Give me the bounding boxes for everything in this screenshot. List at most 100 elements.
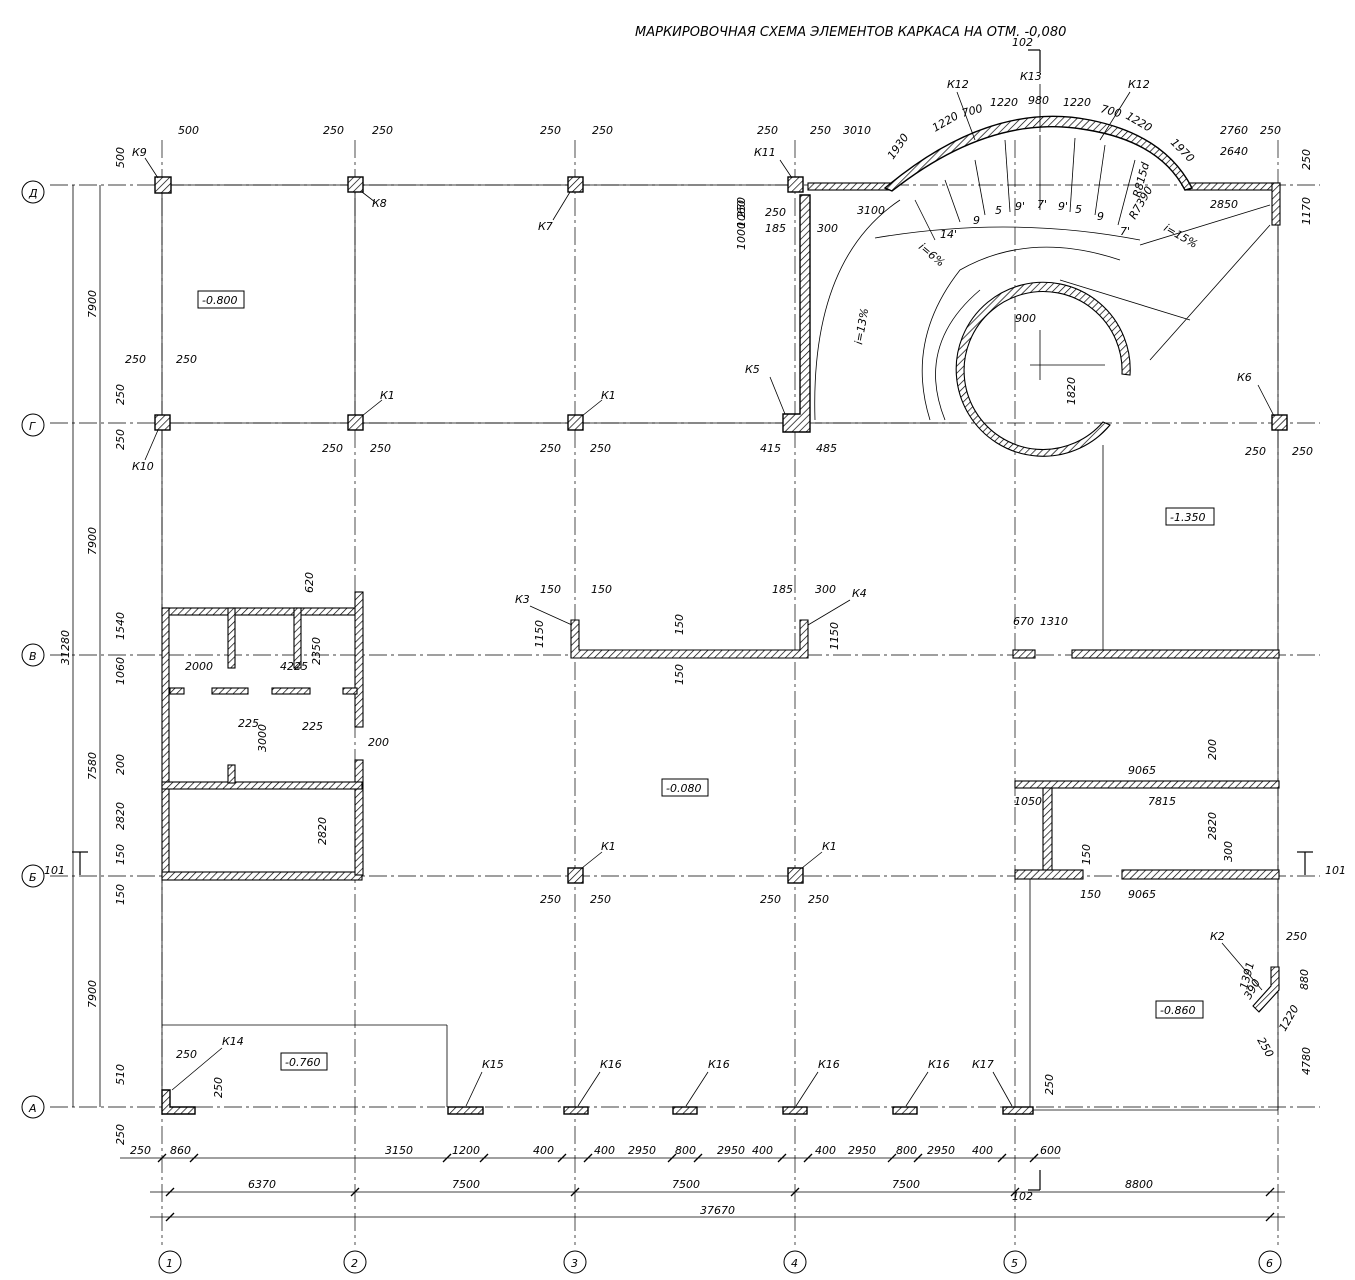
- dim-a-2950-3: 2950: [848, 1144, 876, 1157]
- dim-a-1200: 1200: [452, 1144, 480, 1157]
- dim-880: 880: [1298, 969, 1311, 990]
- dim-3010: 3010: [843, 124, 871, 137]
- dim-9065-top: 9065: [1128, 764, 1156, 777]
- dim-k4-300: 300: [815, 583, 836, 596]
- wall-block-partition-1: [227, 607, 236, 669]
- axis-label-b: Б: [29, 871, 37, 884]
- dim-span-2-3: 7500: [452, 1178, 480, 1191]
- dim-2850: 2850: [1210, 198, 1238, 211]
- axis-label-6: 6: [1266, 1257, 1273, 1270]
- dim-k8-l: 250: [323, 124, 344, 137]
- dim-485: 485: [816, 442, 837, 455]
- wall-upper-9065: [1014, 780, 1280, 789]
- mark-k12-right: К12: [1128, 78, 1150, 91]
- dim-700-1: 700: [960, 102, 984, 120]
- dim-k3-1150: 1150: [533, 620, 546, 648]
- mark-k15: К15: [482, 1058, 504, 1071]
- wall-block-bottom: [161, 871, 363, 881]
- dim-3100: 3100: [857, 204, 885, 217]
- axis-bubble-b: [21, 864, 45, 888]
- wall-d-left: [807, 182, 891, 191]
- dim-a-2950-1: 2950: [628, 1144, 656, 1157]
- dim-v-200: 200: [114, 754, 127, 775]
- column-k1-g3: [567, 414, 584, 431]
- column-k16-4: [892, 1106, 918, 1115]
- column-k9: [154, 176, 172, 194]
- dim-k14-250: 250: [176, 1048, 197, 1061]
- dim-2820-block: 2820: [316, 817, 329, 845]
- dim-k4-1150: 1150: [828, 622, 841, 650]
- dim-k8-r: 250: [372, 124, 393, 137]
- dim-k11-v250: 250: [735, 197, 748, 218]
- axis-bubble-a: [21, 1095, 45, 1119]
- dim-b4-r: 250: [808, 893, 829, 906]
- level-marks: -0.800 -1.350 -0.080 -0.860 -0.760: [197, 290, 1215, 1071]
- section-101-right: 101: [1325, 864, 1346, 877]
- column-k16-3: [782, 1106, 808, 1115]
- level-mark-5: -0.760: [285, 1056, 320, 1069]
- dim-span-d-g: 7900: [86, 290, 99, 318]
- dim-k11-250: 250: [765, 206, 786, 219]
- mark-k1-g2: К1: [380, 389, 395, 402]
- dim-6-250: 250: [1260, 124, 1281, 137]
- axis-bubble-1: [158, 1250, 182, 1274]
- dim-a-400-5: 400: [972, 1144, 993, 1157]
- wall-k2: [1252, 966, 1280, 1013]
- dim-k7-r: 250: [592, 124, 613, 137]
- mark-k16-1: К16: [600, 1058, 622, 1071]
- mark-k3: К3: [515, 593, 530, 606]
- step-label-8: 9: [1097, 210, 1104, 223]
- dim-a-510: 510: [114, 1064, 127, 1085]
- dim-a-600: 600: [1040, 1144, 1061, 1157]
- step-label-6: 9': [1058, 200, 1068, 213]
- dim-g-250-2: 250: [114, 429, 127, 450]
- dim-a-2950-2: 2950: [717, 1144, 745, 1157]
- dim-2350: 2350: [310, 637, 323, 665]
- dim-v-1540: 1540: [114, 612, 127, 640]
- dim-span-b-a: 7900: [86, 980, 99, 1008]
- mark-k1-g3: К1: [601, 389, 616, 402]
- dim-a-800-1: 800: [675, 1144, 696, 1157]
- dim-v-mid-150-2: 150: [673, 664, 686, 685]
- mark-k2: К2: [1210, 930, 1225, 943]
- dim-1060-top: 1060: [735, 200, 748, 228]
- mark-k6: К6: [1237, 371, 1252, 384]
- wall-block-partition-3: [227, 764, 236, 784]
- axis-bubble-v: [21, 643, 45, 667]
- dim-a-250-left: 250: [114, 1124, 127, 1145]
- dim-b3-r: 250: [590, 893, 611, 906]
- mark-k16-4: К16: [928, 1058, 950, 1071]
- level-mark-2: -1.350: [1170, 511, 1205, 524]
- column-k8: [347, 176, 364, 193]
- dim-200-block: 200: [368, 736, 389, 749]
- axis-label-g: Г: [29, 420, 36, 433]
- dim-1820: 1820: [1065, 377, 1078, 405]
- mark-k14: К14: [222, 1035, 244, 1048]
- dim-150-b5b: 150: [1080, 888, 1101, 901]
- dim-300-top: 300: [817, 222, 838, 235]
- dim-v-2820: 2820: [114, 802, 127, 830]
- mark-k8: К8: [372, 197, 387, 210]
- mark-k1-b3: К1: [601, 840, 616, 853]
- element-marks: К9 К8 К7 К11 К1 К1 К10 К5 К6 К3 К4 К1 К1…: [132, 70, 1275, 1107]
- axis-label-a: А: [28, 1102, 37, 1115]
- dim-225-1: 225: [238, 717, 259, 730]
- dim-span-4-5: 7500: [892, 1178, 920, 1191]
- wall-block-left: [161, 607, 170, 879]
- dim-k9-500: 500: [114, 147, 127, 168]
- dim-2640: 2640: [1220, 145, 1248, 158]
- axis-bubble-d: [21, 180, 45, 204]
- dim-1000: 1000: [735, 222, 748, 250]
- step-label-1: 14': [940, 228, 957, 241]
- column-k1-g2: [347, 414, 364, 431]
- dim-200-right: 200: [1206, 739, 1219, 760]
- dim-g2-r: 250: [370, 442, 391, 455]
- axis-bubble-6: [1258, 1250, 1282, 1274]
- dim-span-g-v: 7900: [86, 527, 99, 555]
- dim-g3-l: 250: [540, 442, 561, 455]
- mark-k13: К13: [1020, 70, 1042, 83]
- level-mark-1: -0.800: [202, 294, 237, 307]
- dim-1220-k2: 1220: [1276, 1003, 1301, 1034]
- axis-label-d: Д: [28, 187, 38, 200]
